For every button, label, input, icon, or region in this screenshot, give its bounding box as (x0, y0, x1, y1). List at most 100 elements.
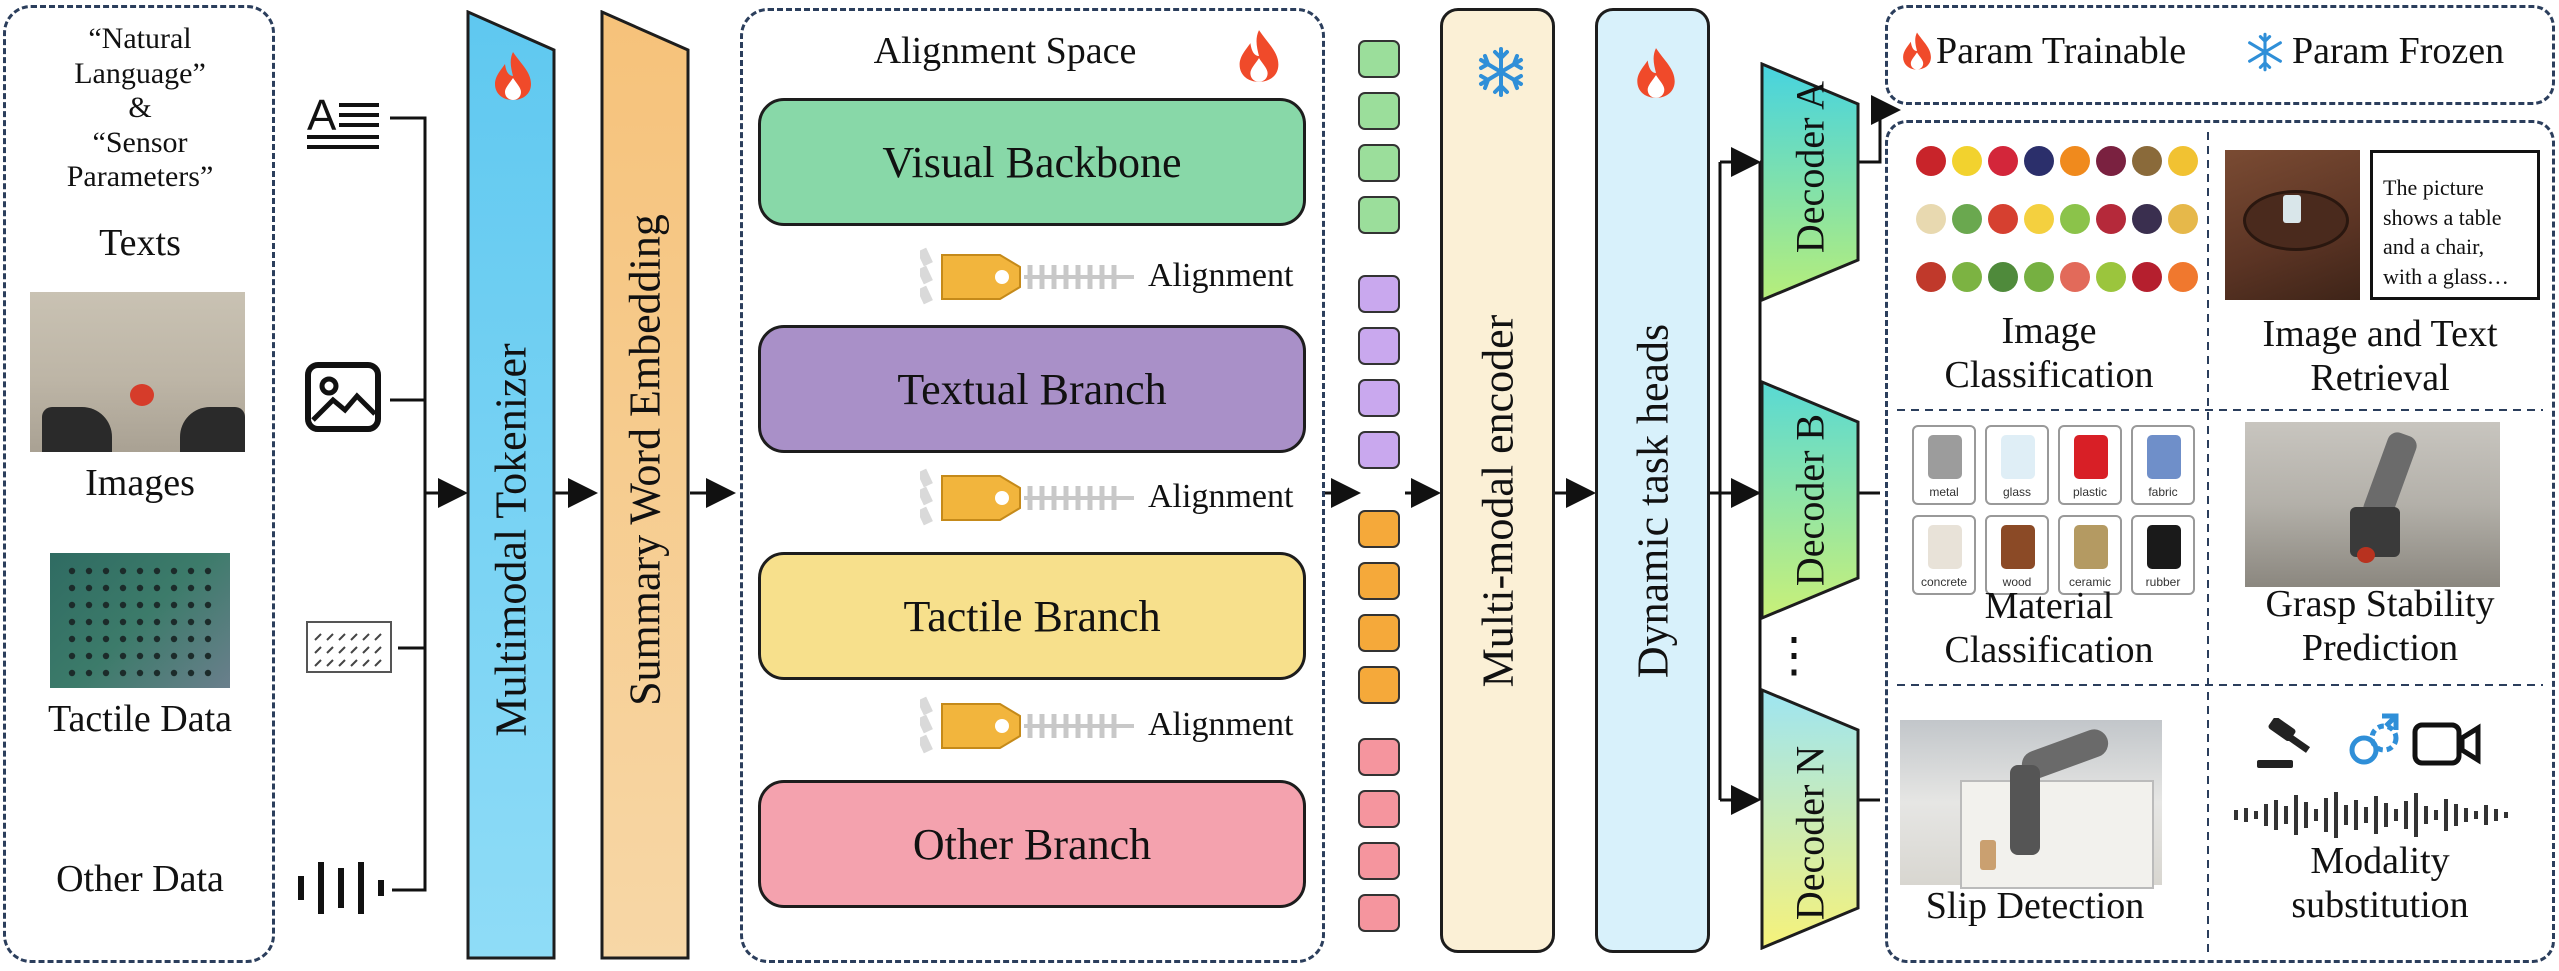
tactile-marker-dot (187, 601, 195, 609)
waveform-bar (2394, 809, 2398, 821)
fruit-icon (2060, 146, 2090, 176)
legend-frozen-label: Param Frozen (2292, 30, 2505, 72)
slip-robot-photo (1900, 720, 2162, 889)
visual-backbone-branch: Visual Backbone (758, 98, 1306, 226)
decoder-n-label: Decoder N (1787, 745, 1833, 921)
material-card-metal: metal (1912, 425, 1976, 505)
waveform-bar (2344, 805, 2348, 825)
tactile-marker-dot (136, 618, 144, 626)
waveform-bar (2434, 810, 2438, 820)
retrieval-caption-box: The picture shows a table and a chair, w… (2370, 150, 2540, 300)
tactile-marker-dot (85, 567, 93, 575)
waveform-bar (2504, 812, 2508, 818)
tactile-marker-dot (136, 652, 144, 660)
token-textual (1358, 327, 1400, 365)
tactile-marker-dot (153, 584, 161, 592)
token-visual (1358, 92, 1400, 130)
tactile-marker-dot (187, 652, 195, 660)
tactile-marker-dot (102, 618, 110, 626)
token-other (1358, 790, 1400, 828)
multi-modal-encoder: Multi-modal encoder (1440, 8, 1555, 953)
material-label: wood (2002, 575, 2032, 589)
tactile-marker-dot (68, 567, 76, 575)
tactile-marker-dot (136, 567, 144, 575)
token-visual (1358, 196, 1400, 234)
retrieval-table-photo (2225, 150, 2360, 300)
fruit-icon (2132, 262, 2162, 292)
fruit-icon (1952, 146, 1982, 176)
tactile-marker-dot (68, 669, 76, 677)
tactile-icon (306, 621, 392, 673)
alignment-label: Alignment (1148, 478, 1294, 515)
tactile-marker-dot (153, 601, 161, 609)
tactile-marker-dot (119, 618, 127, 626)
fruit-icon (2096, 204, 2126, 234)
decoder-a: Decoder A (1760, 62, 1900, 302)
waveform-bar (2354, 800, 2358, 830)
other-data-label: Other Data (56, 858, 224, 900)
fruit-icon (2060, 262, 2090, 292)
tactile-marker-dot (102, 635, 110, 643)
waveform-bar (2494, 809, 2498, 821)
material-card-ceramic: ceramic (2058, 515, 2122, 595)
token-other (1358, 894, 1400, 932)
material-label: ceramic (2068, 575, 2111, 589)
fruit-icon (1916, 204, 1946, 234)
tactile-marker-dot (119, 652, 127, 660)
waveform-bar (2284, 806, 2288, 824)
tactile-marker-dot (136, 584, 144, 592)
tactile-branch: Tactile Branch (758, 552, 1306, 680)
image-text-retrieval-label: Image and Text Retrieval (2262, 313, 2498, 399)
fruit-icon (1988, 146, 2018, 176)
image-classification-label: Image Classification (1944, 310, 2154, 396)
waveform-bar (2364, 807, 2368, 823)
fruit-icon (2168, 262, 2198, 292)
decoder-b: Decoder B (1760, 380, 1900, 620)
tactile-marker-dot (170, 669, 178, 677)
alignment-zipper-1: Alignment (920, 243, 1320, 311)
fruit-icon (1952, 262, 1982, 292)
fruit-icon (1916, 262, 1946, 292)
tactile-marker-dot (204, 618, 212, 626)
alignment-label: Alignment (1148, 257, 1294, 294)
tactile-data-label: Tactile Data (47, 698, 233, 740)
robot-image-thumbnail (30, 292, 245, 452)
tactile-marker-dot (68, 652, 76, 660)
tactile-marker-dot (187, 567, 195, 575)
material-card-rubber: rubber (2131, 515, 2195, 595)
tactile-marker-dot (204, 567, 212, 575)
token-tactile (1358, 510, 1400, 548)
waveform-bar (2274, 800, 2278, 830)
decoder-n: Decoder N (1760, 688, 1900, 950)
waveform-bar (2234, 810, 2238, 820)
tactile-marker-dot (102, 652, 110, 660)
legend-trainable-label: Param Trainable (1936, 30, 2187, 72)
tactile-dot-grid (68, 567, 212, 677)
decoder-a-label: Decoder A (1787, 80, 1833, 254)
video-camera-icon (2412, 722, 2481, 766)
images-label: Images (85, 462, 195, 504)
tactile-marker-dot (170, 584, 178, 592)
dynamic-task-heads: Dynamic task heads (1595, 8, 1710, 953)
tactile-marker-dot (187, 635, 195, 643)
waveform-bar (2244, 808, 2248, 822)
fruit-icon-grid (1910, 140, 2200, 320)
waveform-bar (2304, 802, 2308, 828)
summary-word-embedding: Summary Word Embedding (600, 10, 690, 960)
waveform-bar (2464, 808, 2468, 822)
token-other (1358, 738, 1400, 776)
material-card-plastic: plastic (2058, 425, 2122, 505)
trainable-flame-icon (1903, 32, 1931, 70)
material-card-fabric: fabric (2131, 425, 2195, 505)
trainable-flame-icon (495, 52, 531, 100)
waveform-bar (2374, 796, 2378, 834)
tactile-marker-dot (204, 669, 212, 677)
tactile-marker-dot (136, 601, 144, 609)
other-branch: Other Branch (758, 780, 1306, 908)
tactile-marker-dot (187, 584, 195, 592)
waveform-bar (2474, 811, 2478, 819)
frozen-snowflake-icon (2248, 32, 2282, 72)
tactile-marker-dot (153, 567, 161, 575)
